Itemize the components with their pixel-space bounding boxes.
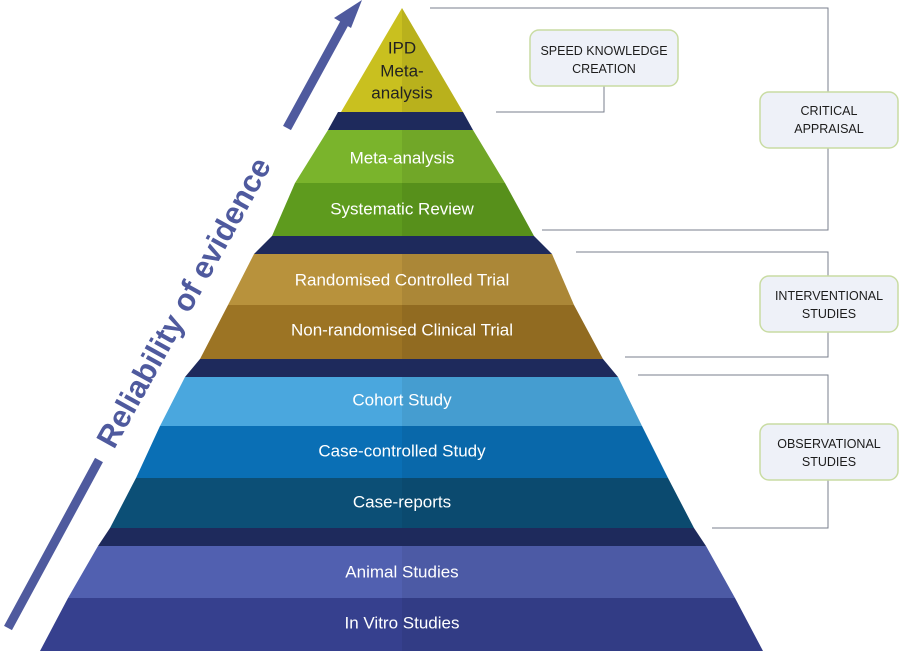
level-label: Case-controlled Study — [318, 442, 486, 461]
callout-line-2: APPRAISAL — [794, 122, 864, 136]
callout-box — [759, 423, 899, 481]
tier-connectors — [98, 112, 706, 546]
callout-line-1: INTERVENTIONAL — [775, 289, 883, 303]
callout-line-1: CRITICAL — [801, 104, 858, 118]
apex-label-line-3: analysis — [371, 84, 432, 103]
pyramid-level-randomised-controlled-trial[interactable]: Randomised Controlled Trial — [228, 254, 574, 305]
level-shade — [402, 546, 735, 598]
connector-systematic — [254, 236, 552, 254]
apex-triangle — [341, 8, 463, 112]
callout-line-1: SPEED KNOWLEDGE — [540, 44, 667, 58]
level-shade — [402, 183, 534, 236]
level-label: Randomised Controlled Trial — [295, 271, 510, 290]
arrow-head-icon — [334, 0, 362, 28]
apex-shade — [402, 8, 463, 112]
axis-shaft — [4, 457, 103, 631]
level-label: Case-reports — [353, 493, 451, 512]
callout-line-2: STUDIES — [802, 455, 856, 469]
level-band — [136, 426, 668, 478]
callout-line-1: OBSERVATIONAL — [777, 437, 881, 451]
pyramid-level-animal-studies[interactable]: Animal Studies — [68, 546, 735, 598]
level-band — [110, 478, 694, 528]
callout-observational-studies: OBSERVATIONAL STUDIES — [759, 423, 899, 481]
level-band — [40, 598, 763, 651]
level-label: Animal Studies — [345, 563, 458, 582]
callout-line-2: STUDIES — [802, 307, 856, 321]
pyramid-level-in-vitro-studies[interactable]: In Vitro Studies — [40, 598, 763, 651]
callout-box — [759, 91, 899, 149]
level-label: In Vitro Studies — [345, 614, 460, 633]
pyramid-level-case-controlled-study[interactable]: Case-controlled Study — [136, 426, 668, 478]
level-label: Systematic Review — [330, 200, 474, 219]
level-shade — [402, 254, 574, 305]
level-shade — [402, 426, 668, 478]
level-band — [160, 377, 642, 426]
pyramid-level-non-randomised-clinical-trial[interactable]: Non-randomised Clinical Trial — [200, 305, 603, 359]
axis-shaft-upper — [283, 19, 349, 131]
level-band — [295, 130, 505, 183]
level-band — [272, 183, 534, 236]
callout-line-2: CREATION — [572, 62, 636, 76]
level-shade — [402, 305, 603, 359]
pyramid-level-cohort-study[interactable]: Cohort Study — [160, 377, 642, 426]
level-band — [200, 305, 603, 359]
apex-label-line-2: Meta- — [380, 62, 423, 81]
apex-label-line-1: IPD — [388, 39, 416, 58]
level-label: Non-randomised Clinical Trial — [291, 321, 513, 340]
callout-critical-appraisal: CRITICAL APPRAISAL — [759, 91, 899, 149]
level-label: Meta-analysis — [350, 149, 455, 168]
pyramid-level-systematic-review[interactable]: Systematic Review — [272, 183, 534, 236]
pyramid-level-meta-analysis[interactable]: Meta-analysis — [295, 130, 505, 183]
level-label: Cohort Study — [352, 391, 452, 410]
connector-apex — [328, 112, 473, 130]
level-band — [228, 254, 574, 305]
level-band — [68, 546, 735, 598]
callout-speed-knowledge: SPEED KNOWLEDGE CREATION — [529, 29, 679, 87]
callout-box — [529, 29, 679, 87]
level-shade — [402, 598, 763, 651]
level-shade — [402, 130, 505, 183]
pyramid-level-case-reports[interactable]: Case-reports — [110, 478, 694, 528]
callout-interventional-studies: INTERVENTIONAL STUDIES — [759, 275, 899, 333]
level-shade — [402, 377, 642, 426]
speed-bracket — [496, 86, 605, 113]
connector-clinical — [185, 359, 618, 377]
level-shade — [402, 478, 694, 528]
apex-tier[interactable]: IPD Meta- analysis — [341, 8, 463, 112]
connector-case-reports — [98, 528, 706, 546]
callout-box — [759, 275, 899, 333]
